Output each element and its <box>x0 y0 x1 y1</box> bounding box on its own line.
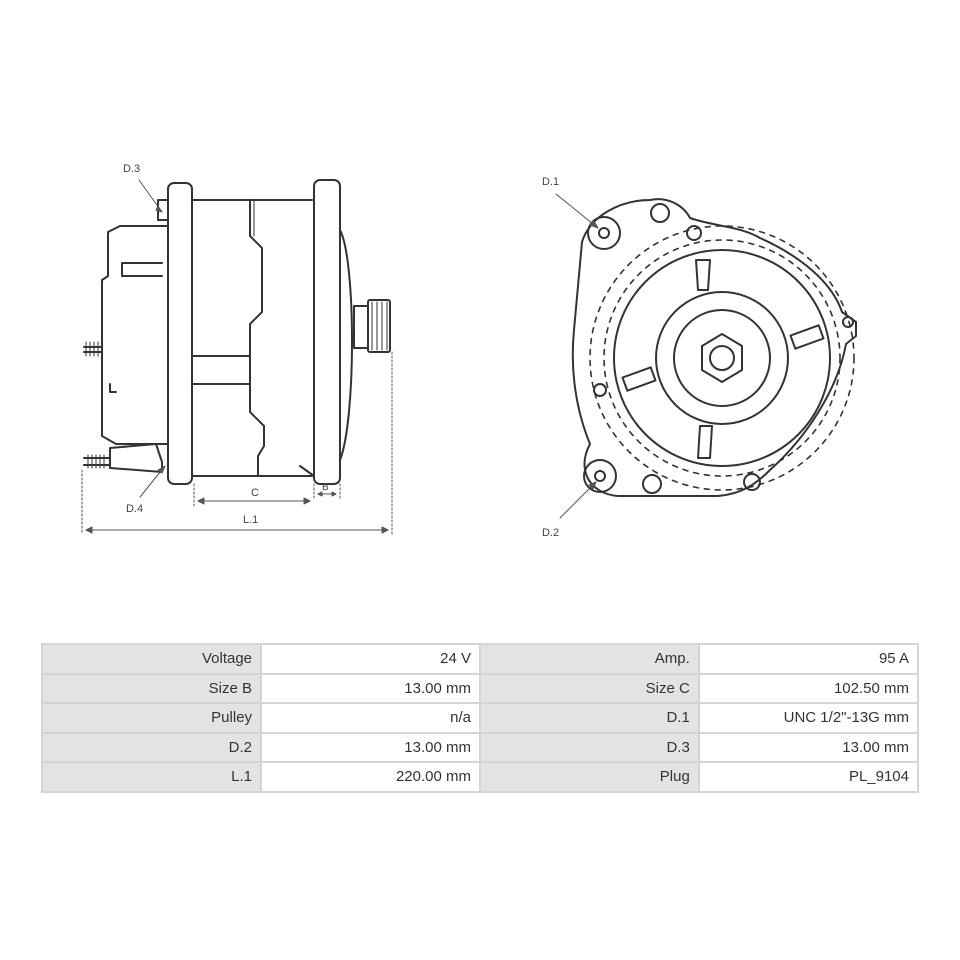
label-d1: D.1 <box>542 176 559 188</box>
spec-value: 24 V <box>262 645 479 673</box>
label-c: C <box>251 487 259 499</box>
label-b: B <box>322 482 329 493</box>
spec-label: D.2 <box>43 733 261 761</box>
spec-label: Amp. <box>480 645 698 673</box>
spec-label: L.1 <box>43 763 261 791</box>
label-d4: D.4 <box>126 503 143 515</box>
spec-label: D.3 <box>480 733 698 761</box>
front-view: D.1 D.2 <box>542 176 857 539</box>
spec-label: Voltage <box>43 645 261 673</box>
spec-value: 13.00 mm <box>262 674 479 702</box>
spec-value: n/a <box>262 704 479 732</box>
spec-label: Size B <box>43 674 261 702</box>
label-l1: L.1 <box>243 514 258 526</box>
spec-label: Plug <box>480 763 698 791</box>
spec-value: 13.00 mm <box>699 733 917 761</box>
spec-label: Size C <box>480 674 698 702</box>
alternator-technical-drawing: D.3 D.4 C B L.1 <box>81 163 857 539</box>
spec-value: PL_9104 <box>699 763 917 791</box>
spec-value: UNC 1/2"-13G mm <box>699 704 917 732</box>
label-d3: D.3 <box>123 163 140 175</box>
side-view: D.3 D.4 C B L.1 <box>81 163 393 535</box>
label-d2: D.2 <box>542 527 559 539</box>
spec-label: D.1 <box>480 704 698 732</box>
spec-label: Pulley <box>43 704 261 732</box>
spec-value: 102.50 mm <box>699 674 917 702</box>
spec-value: 95 A <box>699 645 917 673</box>
spec-value: 220.00 mm <box>262 763 479 791</box>
spec-value: 13.00 mm <box>262 733 479 761</box>
